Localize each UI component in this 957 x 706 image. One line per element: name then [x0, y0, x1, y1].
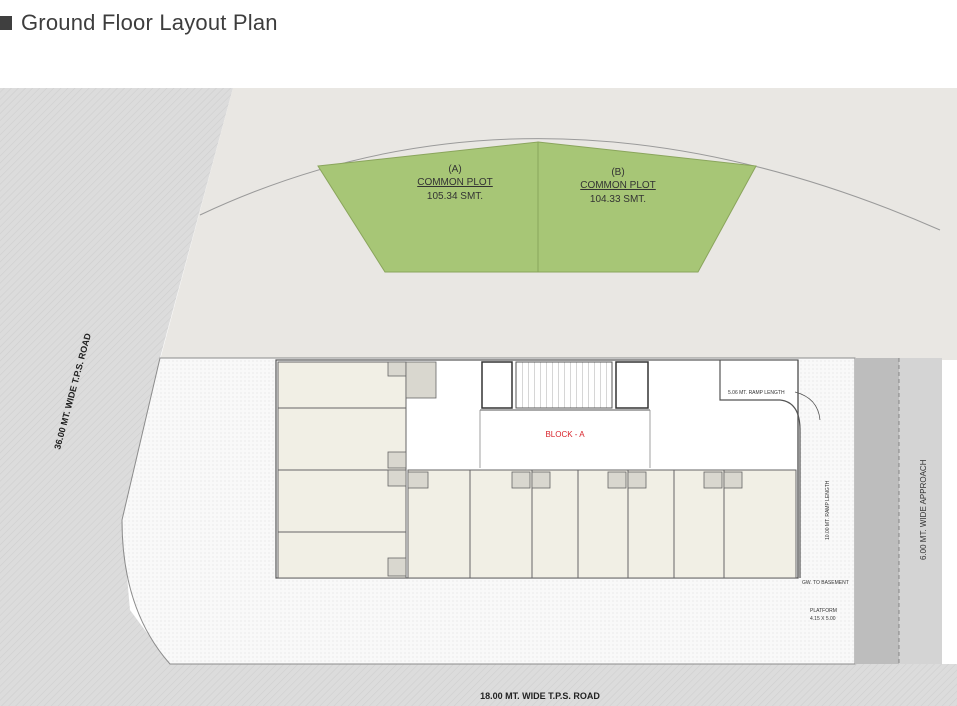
staircase — [515, 361, 613, 409]
lift-left — [481, 361, 513, 409]
approach-lane — [855, 358, 899, 664]
plot-b-name: COMMON PLOT — [580, 180, 656, 191]
plot-a-name: COMMON PLOT — [417, 177, 493, 188]
page-title: Ground Floor Layout Plan — [21, 10, 278, 35]
title-square-icon — [0, 16, 12, 30]
basement-label: GW. TO BASEMENT — [802, 580, 849, 586]
shop — [277, 531, 407, 579]
left-shops — [277, 361, 407, 579]
bottom-road-label: 18.00 MT. WIDE T.P.S. ROAD — [480, 691, 600, 701]
title-bar: Ground Floor Layout Plan — [0, 8, 278, 38]
platform-size-label: 4.15 X 5.00 — [810, 616, 836, 622]
plot-a-letter: (A) — [448, 164, 461, 175]
shop — [277, 361, 407, 409]
shop — [277, 407, 407, 471]
left-road — [0, 88, 233, 664]
shop — [277, 469, 407, 533]
lift-right — [615, 361, 649, 409]
common-plot-b — [537, 141, 757, 273]
washrooms — [387, 361, 743, 577]
approach-road — [899, 358, 942, 664]
boundary-arc — [199, 138, 941, 231]
approach-label: 6.00 MT. WIDE APPROACH — [919, 459, 928, 560]
ramp-top-label: 5.06 MT. RAMP LENGTH — [728, 390, 785, 396]
plot-b-area: 104.33 SMT. — [590, 194, 646, 205]
plot-a-area: 105.34 SMT. — [427, 191, 483, 202]
platform-label: PLATFORM — [810, 608, 837, 614]
plot-b-letter: (B) — [611, 167, 624, 178]
bottom-road — [0, 664, 957, 706]
block-label: BLOCK - A — [545, 430, 585, 439]
ramp-side-label: 10.00 MT. RAMP LENGTH — [825, 480, 831, 540]
ramp — [719, 360, 801, 578]
